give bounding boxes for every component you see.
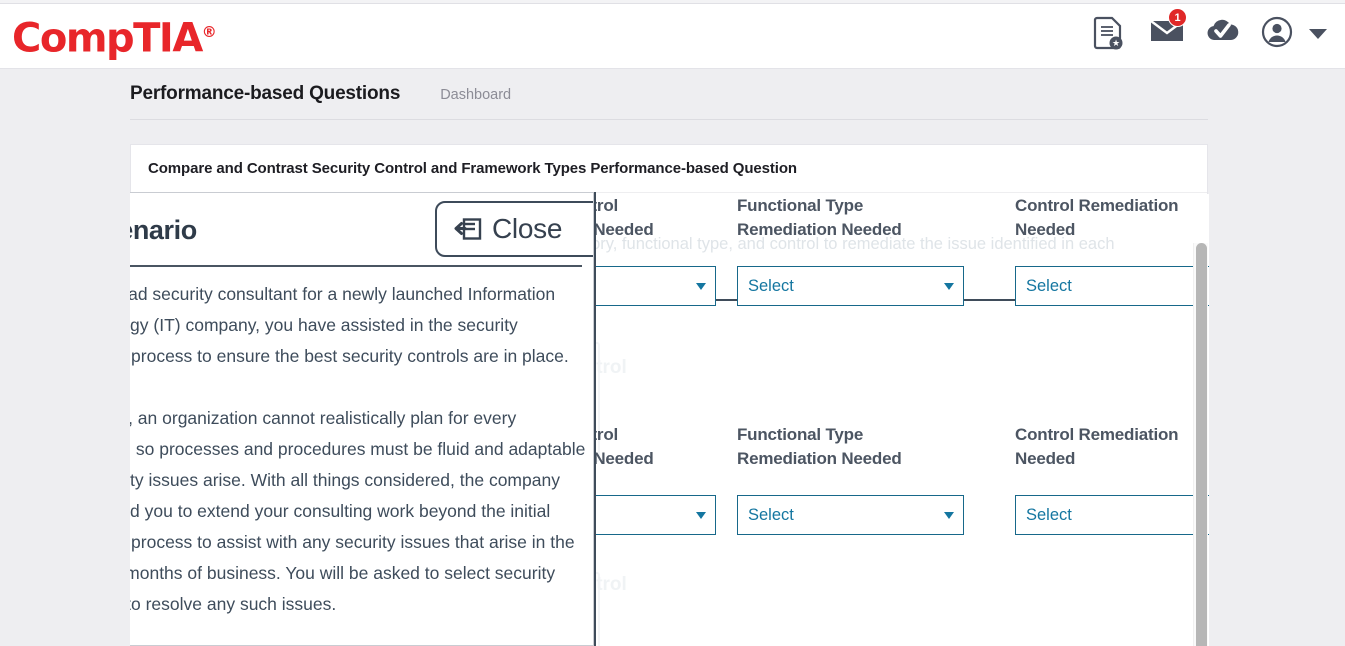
content-vertical-scrollbar[interactable] [1193, 243, 1208, 646]
chevron-down-icon [944, 511, 954, 519]
scenario-title: Scenario [130, 215, 197, 245]
answer-cell-functional-type-1: Functional Type Remediation Needed Selec… [737, 194, 964, 306]
select-functional-type-2[interactable]: Select [737, 495, 964, 535]
cloud-check-icon[interactable] [1205, 16, 1239, 52]
page-title: Performance-based Questions [130, 83, 401, 104]
scenario-overlay-inner: Scenario Close As the lead security cons… [130, 193, 593, 645]
overlay-right-border [594, 192, 596, 646]
scenario-body-text: As the lead security consultant for a ne… [130, 284, 586, 614]
chevron-down-icon [696, 282, 706, 290]
logo-registered-mark: ® [201, 23, 217, 41]
logo-text: CompTIA [12, 15, 203, 62]
user-avatar-icon[interactable] [1261, 16, 1295, 52]
select-functional-type-1[interactable]: Select [737, 266, 964, 306]
document-star-icon[interactable]: ★ [1093, 16, 1127, 52]
scrollbar-thumb[interactable] [1196, 243, 1207, 646]
answer-row-2: Security Control Remediation Needed Sele… [489, 423, 1209, 646]
scenario-overlay-panel: Scenario Close As the lead security cons… [130, 192, 594, 646]
answer-column-grid: Security Control Remediation Needed Sele… [489, 194, 1209, 646]
column-label-control-remediation-1: Control Remediation Needed [1015, 196, 1179, 239]
message-count-badge: 1 [1168, 8, 1187, 27]
scenario-divider [130, 265, 582, 267]
browser-strip [0, 0, 1345, 4]
select-control-remediation-1[interactable]: Select [1015, 266, 1209, 306]
card-title: Compare and Contrast Security Control an… [148, 160, 797, 177]
close-button-label: Close [492, 213, 563, 244]
answer-cell-functional-type-2: Functional Type Remediation Needed Selec… [737, 423, 964, 535]
card-header: Compare and Contrast Security Control an… [131, 145, 1207, 193]
column-label-functional-type-1: Functional Type Remediation Needed [737, 196, 902, 239]
chevron-down-icon [944, 282, 954, 290]
answer-row-1: Security Control Remediation Needed Sele… [489, 194, 1209, 423]
top-header-bar: CompTIA® ★ 1 [0, 0, 1345, 69]
page-title-row: Performance-based Questions Dashboard [130, 78, 1208, 120]
close-arrow-box-icon [454, 218, 482, 240]
envelope-icon[interactable]: 1 [1149, 8, 1187, 52]
column-label-functional-type-2: Functional Type Remediation Needed [737, 425, 902, 468]
comptia-logo[interactable]: CompTIA® [12, 10, 217, 62]
close-button[interactable]: Close [435, 201, 593, 257]
column-label-control-remediation-2: Control Remediation Needed [1015, 425, 1179, 468]
chevron-down-icon[interactable] [1309, 29, 1327, 39]
answer-cell-control-remediation-1: Control Remediation Needed Select [1015, 194, 1209, 306]
chevron-down-icon [696, 511, 706, 519]
answer-cell-control-remediation-2: Control Remediation Needed Select [1015, 423, 1209, 535]
select-control-remediation-2[interactable]: Select [1015, 495, 1209, 535]
header-icon-group: ★ 1 [1093, 8, 1327, 52]
breadcrumb-dashboard[interactable]: Dashboard [440, 87, 512, 103]
svg-text:★: ★ [1112, 38, 1120, 48]
